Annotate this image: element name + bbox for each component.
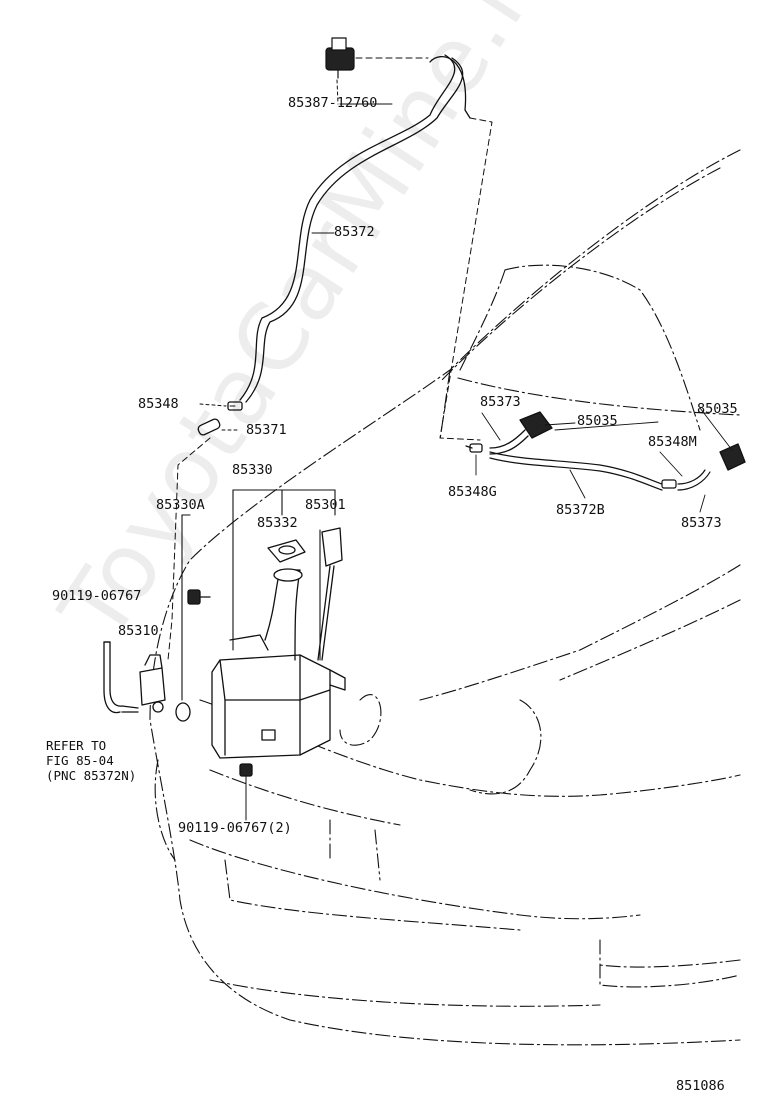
label-85348M: 85348M: [648, 434, 697, 450]
bracket-85330: [181, 489, 336, 701]
joint-85348g: [465, 443, 483, 453]
label-85372: 85372: [334, 224, 375, 240]
label-85373-left: 85373: [480, 394, 521, 410]
hose-85371: [197, 418, 241, 436]
label-85372B: 85372B: [556, 502, 605, 518]
hose-85372: [239, 54, 471, 403]
gasket-85332: [267, 539, 306, 563]
hose-85372b: [489, 451, 711, 491]
label-85348: 85348: [138, 396, 179, 412]
nozzle-85035b: [719, 443, 746, 471]
label-85035-right: 85035: [697, 401, 738, 417]
label-85332: 85332: [257, 515, 298, 531]
nozzle-85387: [325, 37, 355, 105]
label-85301: 85301: [305, 497, 346, 513]
label-85330: 85330: [232, 462, 273, 478]
nozzle-85035a: [519, 411, 553, 439]
label-85035-left: 85035: [577, 413, 618, 429]
vehicle-body-outline: [149, 149, 741, 1046]
label-85387-12760: 85387-12760: [288, 95, 378, 111]
hose-85373a: [489, 429, 529, 455]
washer-tank-85330: [211, 568, 346, 759]
leader-lines: [229, 103, 733, 513]
bolt-90119-upper: [187, 589, 211, 605]
washer-pump-85310: [103, 641, 166, 714]
refer-note-line3: (PNC 85372N): [46, 768, 137, 783]
figure-number: 851086: [676, 1078, 725, 1094]
label-85371: 85371: [246, 422, 287, 438]
label-85348G: 85348G: [448, 484, 497, 500]
level-sensor-85301: [317, 527, 343, 661]
refer-note: REFER TO FIG 85-04 (PNC 85372N): [46, 738, 136, 783]
label-85310: 85310: [118, 623, 159, 639]
refer-note-line2: FIG 85-04: [46, 753, 114, 768]
label-85373-right: 85373: [681, 515, 722, 531]
leader-dashed-left: [167, 437, 211, 661]
label-90119-06767-qty2: 90119-06767(2): [178, 820, 292, 836]
grommet: [175, 702, 191, 722]
label-90119-06767: 90119-06767: [52, 588, 142, 604]
refer-note-line1: REFER TO: [46, 738, 107, 753]
joint-85348: [199, 401, 243, 411]
bolt-90119-lower: [239, 763, 253, 821]
leader-dashed-right: [439, 117, 493, 441]
label-85330A: 85330A: [156, 497, 205, 513]
